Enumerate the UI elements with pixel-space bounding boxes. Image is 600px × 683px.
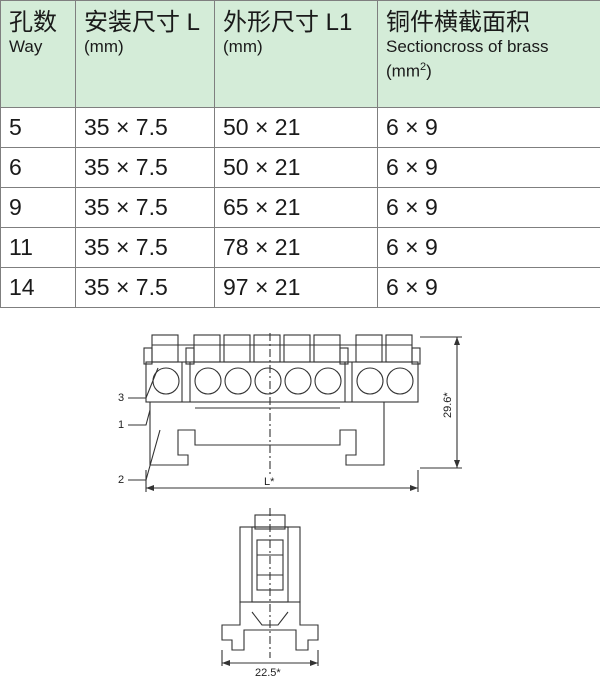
cell-mount-size: 35 × 7.5 [75, 147, 215, 188]
terminal-block-drawing: 3 1 2 L* 29.6* 22.5* [118, 333, 462, 679]
cell-outer-size: 50 × 21 [214, 107, 378, 148]
brass-bar [145, 361, 419, 403]
cell-mount-size: 35 × 7.5 [75, 227, 215, 268]
mounting-rail [149, 401, 385, 466]
label-height: 29.6* [442, 392, 454, 418]
cell-brass-section: 6 × 9 [377, 227, 600, 268]
cell-mount-size: 35 × 7.5 [75, 267, 215, 308]
header-mount-size: 安装尺寸 L (mm) [75, 0, 215, 108]
cell-way: 5 [0, 107, 76, 148]
cell-brass-section: 6 × 9 [377, 107, 600, 148]
cell-outer-size: 97 × 21 [214, 267, 378, 308]
label-width: 22.5* [255, 667, 281, 679]
label-length: L* [264, 476, 275, 488]
label-part-3: 3 [118, 392, 124, 404]
cell-way: 6 [0, 147, 76, 188]
cell-mount-size: 35 × 7.5 [75, 187, 215, 228]
front-view [128, 333, 462, 492]
label-part-1: 1 [118, 419, 124, 431]
side-view [221, 508, 319, 666]
spec-table: 孔数 Way 安装尺寸 L (mm) 外形尺寸 L1 (mm) 铜件横截面积 S… [0, 0, 600, 308]
cell-brass-section: 6 × 9 [377, 147, 600, 188]
side-rail [221, 601, 319, 651]
header-brass-section: 铜件横截面积 Sectioncross of brass (mm2) [377, 0, 600, 108]
cell-brass-section: 6 × 9 [377, 187, 600, 228]
arrowheads [146, 337, 460, 491]
cell-mount-size: 35 × 7.5 [75, 107, 215, 148]
table-header-row: 孔数 Way 安装尺寸 L (mm) 外形尺寸 L1 (mm) 铜件横截面积 S… [0, 0, 600, 108]
cell-way: 14 [0, 267, 76, 308]
header-unit-mm2: (mm2) [386, 61, 432, 81]
cell-outer-size: 78 × 21 [214, 227, 378, 268]
cell-way: 9 [0, 187, 76, 228]
header-way: 孔数 Way [0, 0, 76, 108]
header-outer-size: 外形尺寸 L1 (mm) [214, 0, 378, 108]
cell-way: 11 [0, 227, 76, 268]
cell-outer-size: 65 × 21 [214, 187, 378, 228]
label-part-2: 2 [118, 474, 124, 486]
cell-brass-section: 6 × 9 [377, 267, 600, 308]
cell-outer-size: 50 × 21 [214, 147, 378, 188]
terminal-holes [152, 367, 414, 395]
